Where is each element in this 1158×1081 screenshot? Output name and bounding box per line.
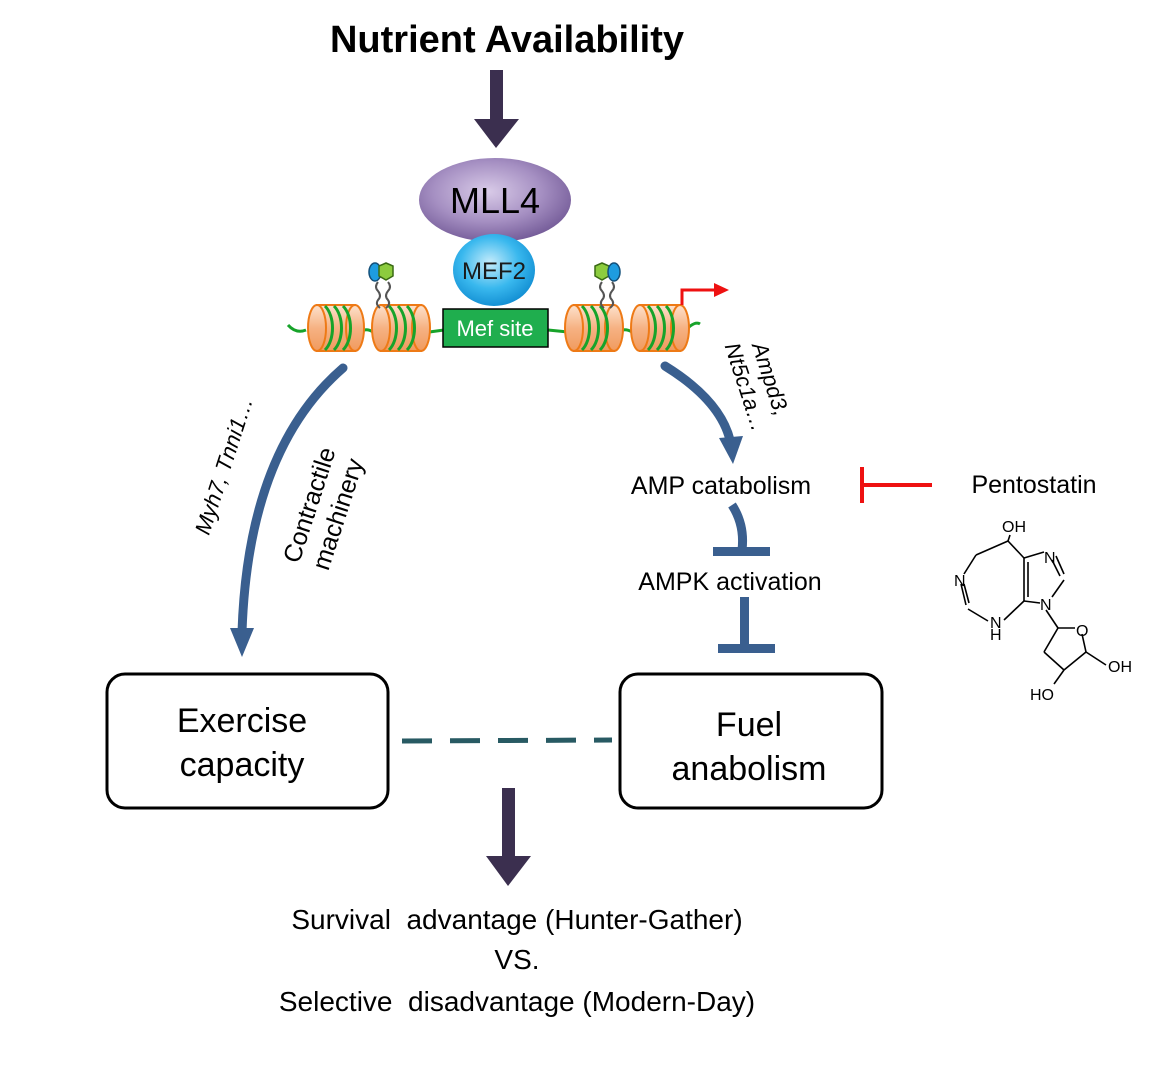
ampk-inhibits-fuel-anabolism <box>718 597 775 653</box>
n-ring-top-label: N <box>1044 550 1056 567</box>
exercise-capacity-line2: capacity <box>180 746 305 784</box>
right-gene-label: Ampd3, Nt5c1a… <box>720 337 794 434</box>
left-gene-label: Myh7, Tnni1… <box>190 394 258 538</box>
nh-label: N <box>990 615 1002 632</box>
contractile-pathway-arrow <box>230 363 348 657</box>
ampk-activation-label: AMPK activation <box>638 568 821 596</box>
amp-inhibits-ampk <box>713 502 770 556</box>
diagram-title: Nutrient Availability <box>330 19 684 61</box>
nucleosome <box>307 304 365 352</box>
left-genes-text: Myh7, Tnni1… <box>190 394 258 538</box>
pentostatin-atom-labels: OH N N N N H O OH HO <box>954 519 1132 704</box>
amp-pathway-arrow <box>660 361 743 464</box>
pentostatin-inhibitor <box>860 467 932 503</box>
pentostatin-label: Pentostatin <box>971 471 1096 499</box>
o-ring-label: O <box>1076 623 1088 640</box>
n-left-label: N <box>954 573 966 590</box>
nucleosome <box>371 304 431 352</box>
mll4-protein: MLL4 <box>419 158 571 242</box>
mef2-label: MEF2 <box>462 258 526 285</box>
outcome-line2: VS. <box>494 944 539 975</box>
dashed-link <box>401 737 613 744</box>
mef-site-label: Mef site <box>456 316 533 341</box>
amp-catabolism-label: AMP catabolism <box>631 472 811 500</box>
fuel-anabolism-line2: anabolism <box>672 750 827 788</box>
outcome-line3: Selective disadvantage (Modern-Day) <box>279 986 755 1017</box>
mll4-label: MLL4 <box>450 180 540 221</box>
outcome-arrow <box>486 788 531 886</box>
nutrient-arrow <box>474 70 519 148</box>
fuel-anabolism-line1: Fuel <box>716 706 782 744</box>
exercise-capacity-box: Exercise capacity <box>105 672 390 810</box>
oh-top-label: OH <box>1002 519 1026 536</box>
exercise-capacity-line1: Exercise <box>177 702 307 740</box>
ho-bottom-label: HO <box>1030 687 1054 704</box>
h-label: H <box>990 627 1002 644</box>
nucleosome <box>630 304 690 352</box>
n-imidazole-label: N <box>1040 597 1052 614</box>
transcription-start-arrow <box>680 283 729 305</box>
left-function-label: Contractile machinery <box>278 444 370 574</box>
pentostatin-structure <box>960 534 1107 685</box>
histone-mark <box>594 262 621 309</box>
nucleosome <box>564 304 624 352</box>
mef2-protein: MEF2 <box>453 234 535 306</box>
oh-right-label: OH <box>1108 659 1132 676</box>
histone-mark <box>368 262 394 309</box>
fuel-anabolism-box: Fuel anabolism <box>618 672 884 810</box>
mef-site-box: Mef site <box>442 308 549 348</box>
outcome-line1: Survival advantage (Hunter-Gather) <box>291 904 742 935</box>
outcome-text: Survival advantage (Hunter-Gather) VS. S… <box>279 904 755 1017</box>
